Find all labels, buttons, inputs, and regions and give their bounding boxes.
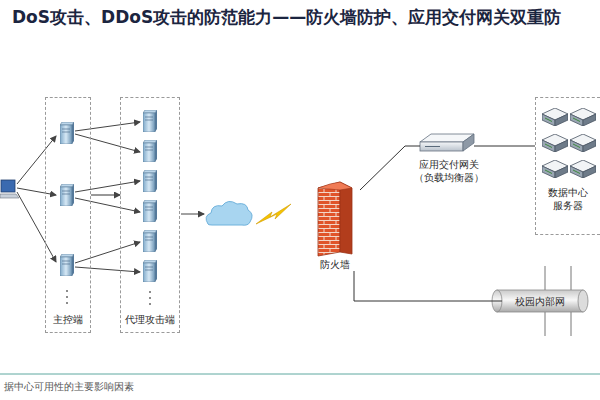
node-label: 校园内部网 xyxy=(515,295,565,308)
footer-rule xyxy=(0,374,600,375)
attack-arrows xyxy=(17,136,56,262)
attacker-computer xyxy=(0,180,19,198)
master-servers xyxy=(60,122,74,276)
campus-network: 校园内部网 xyxy=(502,290,578,312)
connector xyxy=(354,271,502,301)
firewall-node: 防火墙 xyxy=(310,178,360,271)
datacenter-servers xyxy=(542,108,596,178)
node-label: 主控端 xyxy=(53,313,83,326)
master-group: 主控端 xyxy=(45,97,91,333)
ellipsis-dots xyxy=(66,290,151,305)
network-pipe xyxy=(492,290,588,312)
gateway-node: 应用交付网关（负载均衡器） xyxy=(405,132,492,184)
link-stub xyxy=(474,146,492,147)
lightning xyxy=(256,204,291,224)
diagram-title: DoS攻击、DDoS攻击的防范能力——防火墙防护、应用交付网关双重防 xyxy=(12,6,561,29)
fan-arrows xyxy=(75,122,140,272)
node-label: 防火墙 xyxy=(320,258,350,271)
link-stub xyxy=(405,146,420,147)
agent-group: 代理攻击端 xyxy=(120,97,180,333)
diagram-caption: 据中心可用性的主要影响因素 xyxy=(4,380,134,394)
agent-servers xyxy=(143,110,157,282)
node-label: 代理攻击端 xyxy=(125,313,175,326)
connector xyxy=(492,146,535,147)
connector xyxy=(91,195,120,196)
cloud-arrow xyxy=(181,214,204,215)
gateway-device xyxy=(420,134,474,151)
connector xyxy=(360,146,405,190)
internet-cloud xyxy=(206,201,252,225)
datacenter-group: 数据中心 服务器 xyxy=(535,97,600,235)
node-label: （负载均衡器） xyxy=(414,171,484,184)
firewall-wall xyxy=(318,182,352,256)
node-label: 应用交付网关 xyxy=(419,158,479,171)
node-label: 数据中心 服务器 xyxy=(544,186,592,212)
